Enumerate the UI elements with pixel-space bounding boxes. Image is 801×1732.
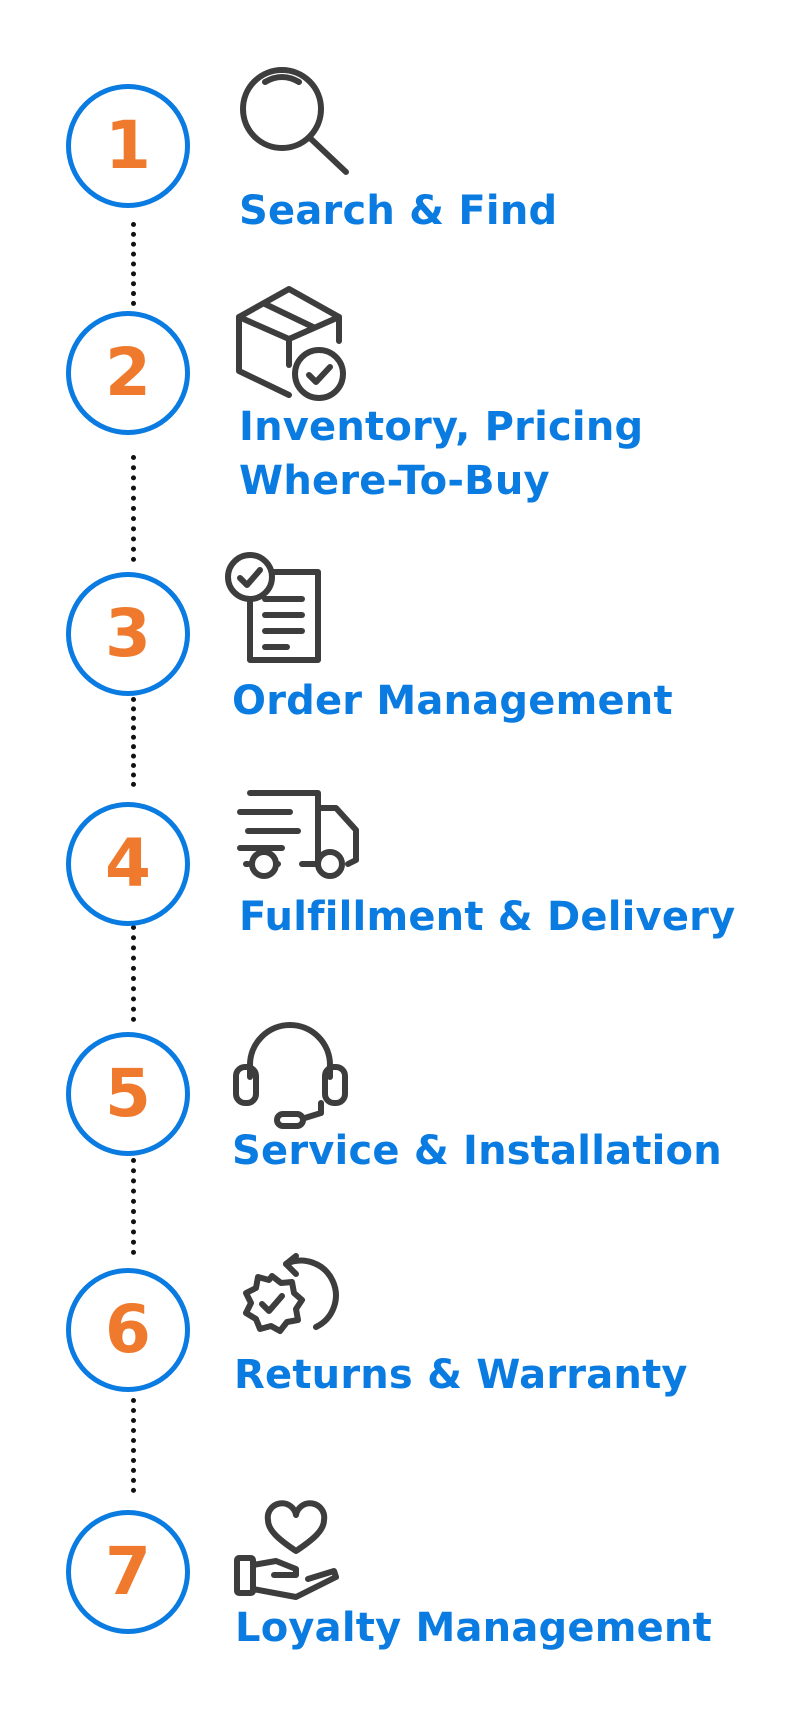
- step-2-circle: 2: [66, 311, 190, 435]
- connector-3-4: [131, 697, 136, 787]
- connector-4-5: [131, 925, 136, 1022]
- step-3-number: 3: [105, 595, 151, 672]
- box-check-icon: [235, 286, 347, 402]
- connector-2-3: [131, 455, 136, 562]
- step-3-circle: 3: [66, 572, 190, 696]
- magnifier-icon: [239, 66, 359, 176]
- step-4-number: 4: [105, 825, 151, 902]
- step-5-circle: 5: [66, 1032, 190, 1156]
- step-7-circle: 7: [66, 1510, 190, 1634]
- step-6-number: 6: [105, 1291, 151, 1368]
- step-6-circle: 6: [66, 1268, 190, 1392]
- connector-6-7: [131, 1398, 136, 1493]
- step-4-circle: 4: [66, 802, 190, 926]
- step-4-label: Fulfillment & Delivery: [239, 894, 736, 940]
- step-6-label: Returns & Warranty: [234, 1352, 688, 1398]
- step-1-number: 1: [105, 107, 151, 184]
- step-2-label-line-2: Where-To-Buy: [239, 458, 550, 504]
- connector-5-6: [131, 1158, 136, 1255]
- step-5-label: Service & Installation: [232, 1128, 722, 1174]
- clipboard-check-icon: [225, 552, 325, 665]
- connector-1-2: [131, 222, 136, 306]
- step-7-label: Loyalty Management: [235, 1605, 712, 1651]
- headset-icon: [233, 1019, 349, 1131]
- step-5-number: 5: [105, 1055, 151, 1132]
- hand-heart-icon: [234, 1500, 346, 1605]
- delivery-truck-icon: [237, 790, 360, 880]
- step-3-label: Order Management: [232, 678, 673, 724]
- step-1-label: Search & Find: [239, 188, 558, 234]
- badge-return-icon: [236, 1252, 354, 1352]
- step-2-label-line-1: Inventory, Pricing: [239, 404, 644, 450]
- step-1-circle: 1: [66, 84, 190, 208]
- step-7-number: 7: [105, 1533, 151, 1610]
- step-2-number: 2: [105, 334, 151, 411]
